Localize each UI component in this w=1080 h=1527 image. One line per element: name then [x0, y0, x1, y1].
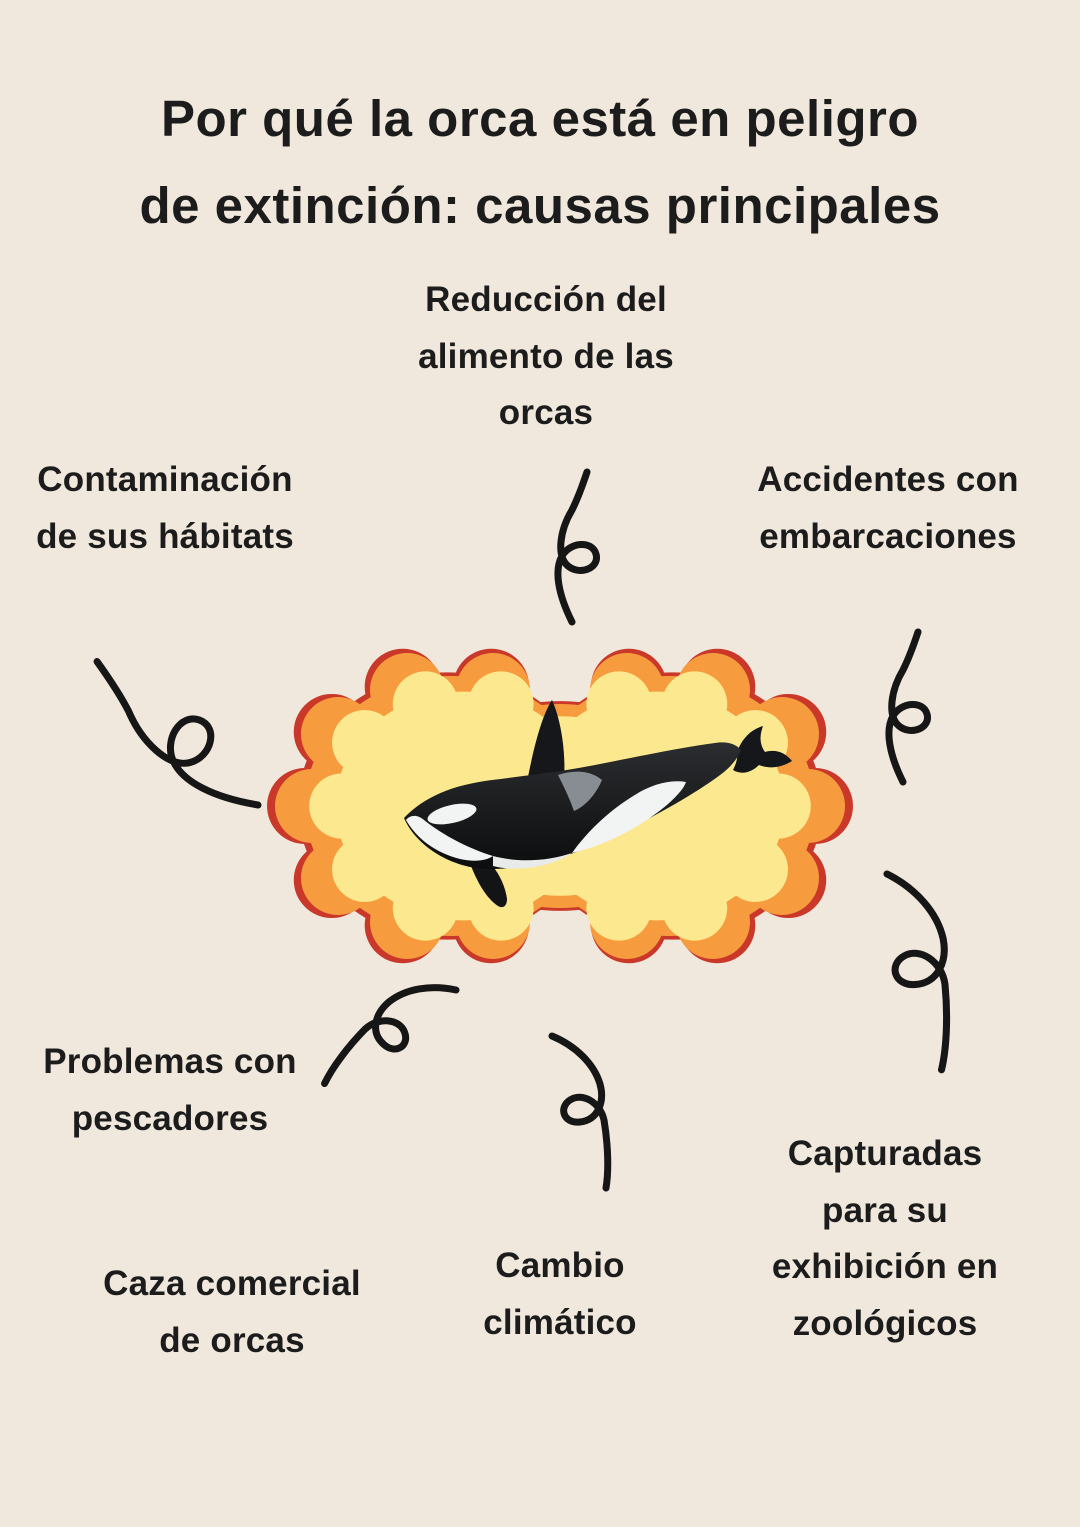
cause-line: Contaminación — [37, 460, 293, 499]
orca-saddle-patch — [558, 771, 602, 811]
arrow-to-reduccion — [558, 472, 597, 622]
cause-label-caza: Caza comercial de orcas — [77, 1256, 387, 1369]
title-line-2: de extinción: causas principales — [139, 176, 941, 234]
cause-line: de sus hábitats — [36, 516, 294, 556]
orca-illustration — [404, 700, 792, 908]
cause-label-reduccion: Reducción del alimento de las orcas — [346, 272, 746, 442]
cause-label-capturadas: Capturadas para su exhibición en zoológi… — [735, 1126, 1035, 1353]
page-title: Por qué la orca está en peligro de extin… — [0, 76, 1080, 249]
cause-line: orcas — [498, 393, 594, 433]
orca-belly-line — [493, 853, 572, 869]
cause-line: Caza comercial — [103, 1264, 361, 1303]
cause-label-cambio: Cambio climático — [410, 1238, 710, 1351]
orca-flank-patch — [572, 781, 686, 853]
cause-line: Capturadas — [787, 1134, 983, 1173]
cause-line: Accidentes con — [757, 460, 1019, 499]
cause-line: alimento de las — [418, 336, 674, 376]
cause-line: exhibición en — [771, 1247, 999, 1287]
cause-line: de orcas — [159, 1320, 305, 1360]
orca-chin-patch — [406, 815, 493, 861]
cause-line: Problemas con — [43, 1042, 297, 1081]
cause-line: climático — [483, 1302, 637, 1342]
orca-tail-flukes — [733, 726, 792, 773]
orca-dorsal-fin — [527, 700, 565, 782]
cause-line: embarcaciones — [759, 516, 1017, 556]
orca-pectoral-fin — [469, 857, 507, 908]
orca-eye-patch — [427, 803, 477, 825]
arrow-to-cambio — [552, 1036, 608, 1188]
cause-label-contaminacion: Contaminación de sus hábitats — [10, 452, 320, 565]
arrow-to-contaminacion — [73, 651, 279, 822]
arrow-to-accidentes — [889, 632, 928, 782]
title-line-1: Por qué la orca está en peligro — [160, 90, 920, 148]
cause-line: para su — [822, 1190, 948, 1230]
cause-label-accidentes: Accidentes con embarcaciones — [733, 452, 1043, 565]
arrow-to-problemas — [323, 958, 456, 1114]
cause-label-problemas: Problemas con pescadores — [15, 1034, 325, 1147]
cause-line: Reducción del — [425, 280, 667, 319]
cause-line: pescadores — [71, 1098, 269, 1138]
cause-line: zoológicos — [792, 1304, 978, 1344]
cause-line: Cambio — [495, 1246, 625, 1285]
arrow-to-capturadas — [874, 874, 957, 1070]
